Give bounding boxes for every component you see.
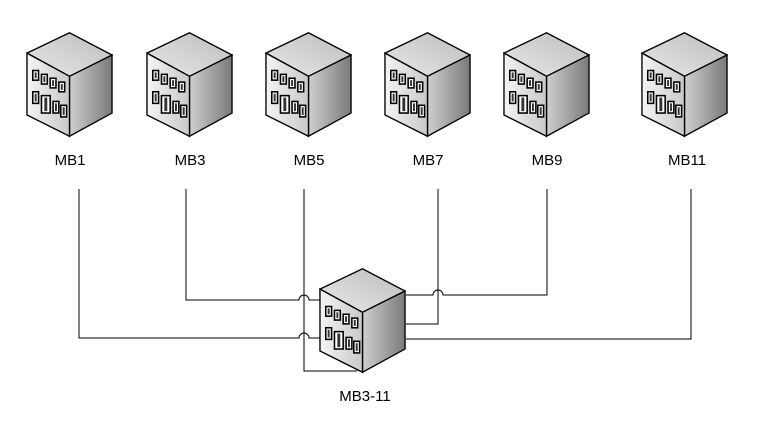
connections (78, 189, 692, 372)
edge-mb9-hub (406, 189, 548, 296)
edge-mb5-hub (303, 189, 357, 372)
edge-mb11-hub (406, 189, 692, 340)
label-mb1: MB1 (54, 152, 86, 169)
building-mb5-icon (265, 32, 352, 138)
label-mb3: MB3 (174, 152, 206, 169)
label-mb11: MB11 (667, 152, 707, 169)
building-mb11-icon (641, 32, 728, 138)
label-hub: MB3-11 (339, 388, 391, 405)
edge-mb7-hub (406, 189, 439, 325)
building-hub-icon (319, 268, 406, 374)
edge-mb1-hub (78, 189, 321, 339)
building-mb9-icon (503, 32, 590, 138)
label-mb5: MB5 (293, 152, 325, 169)
building-mb3-icon (146, 32, 233, 138)
label-mb9: MB9 (531, 152, 563, 169)
building-mb7-icon (384, 32, 471, 138)
edge-mb3-hub (185, 189, 321, 301)
label-mb7: MB7 (412, 152, 444, 169)
building-mb1-icon (26, 32, 113, 138)
